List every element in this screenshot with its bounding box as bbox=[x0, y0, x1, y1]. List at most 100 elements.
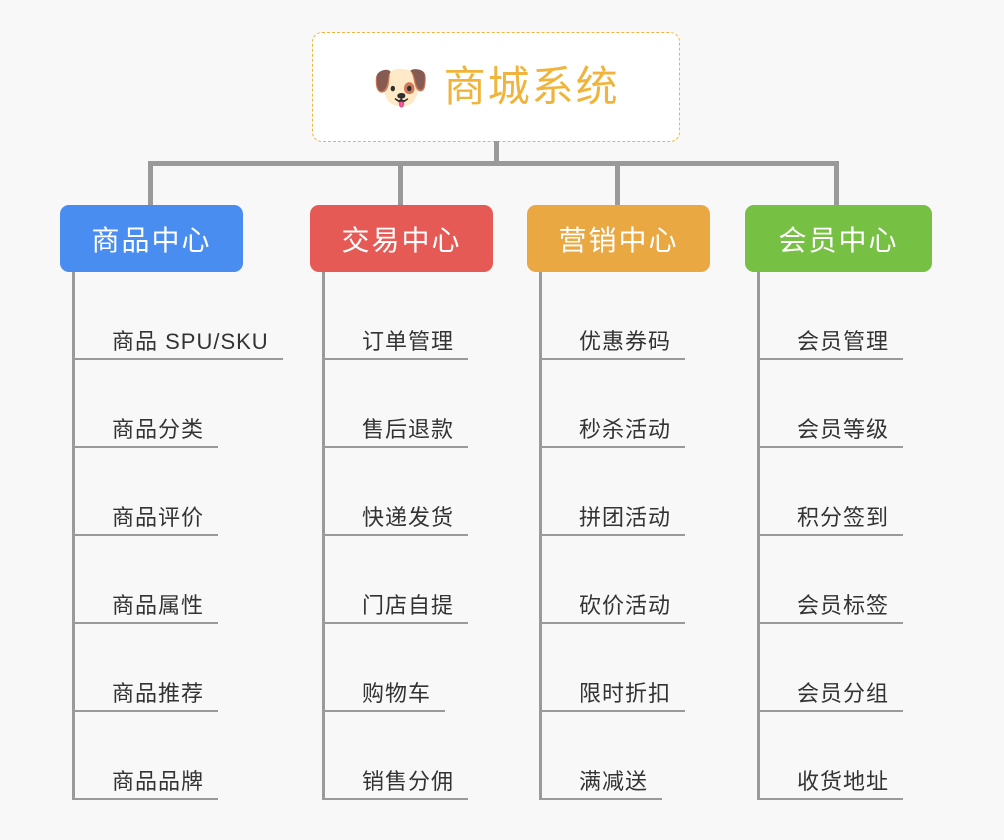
leaf-label: 售后退款 bbox=[362, 416, 455, 442]
leaf-underline: 收货地址 bbox=[757, 768, 904, 800]
leaf-label: 收货地址 bbox=[797, 768, 890, 794]
branch-drop-product-center bbox=[148, 161, 153, 207]
branch-header-member-center[interactable]: 会员中心 bbox=[745, 205, 932, 272]
leaf-item[interactable]: 商品推荐 bbox=[72, 624, 283, 712]
branch-header-trade-center[interactable]: 交易中心 bbox=[310, 205, 493, 272]
leaf-item[interactable]: 快递发货 bbox=[322, 448, 469, 536]
leaf-underline: 购物车 bbox=[322, 680, 446, 712]
branch-spine-member-center bbox=[757, 272, 760, 800]
branch-spine-marketing-center bbox=[539, 272, 542, 800]
branch-drop-member-center bbox=[834, 161, 839, 207]
branch-header-label: 营销中心 bbox=[558, 224, 679, 256]
leaf-label: 商品属性 bbox=[112, 592, 205, 618]
leaf-item[interactable]: 积分签到 bbox=[757, 448, 904, 536]
leaf-label: 商品分类 bbox=[112, 416, 205, 442]
leaf-item[interactable]: 商品 SPU/SKU bbox=[72, 272, 283, 360]
leaf-item[interactable]: 优惠券码 bbox=[539, 272, 686, 360]
leaf-item[interactable]: 砍价活动 bbox=[539, 536, 686, 624]
branch-member-center: 会员中心会员管理会员等级积分签到会员标签会员分组收货地址 bbox=[745, 205, 932, 800]
root-node[interactable]: 🐶 商城系统 bbox=[312, 32, 680, 142]
leaf-item[interactable]: 会员管理 bbox=[757, 272, 904, 360]
branch-product-center: 商品中心商品 SPU/SKU 商品分类商品评价商品属性商品推荐商品品牌 bbox=[60, 205, 283, 800]
leaf-underline: 拼团活动 bbox=[539, 504, 686, 536]
branch-header-marketing-center[interactable]: 营销中心 bbox=[527, 205, 710, 272]
leaf-label: 商品评价 bbox=[112, 504, 205, 530]
root-connector-bar bbox=[150, 161, 839, 166]
leaf-label: 秒杀活动 bbox=[579, 416, 672, 442]
leaf-label: 会员管理 bbox=[797, 328, 890, 354]
leaf-label: 会员分组 bbox=[797, 680, 890, 706]
leaf-underline: 会员标签 bbox=[757, 592, 904, 624]
leaf-label: 限时折扣 bbox=[579, 680, 672, 706]
leaf-label: 会员标签 bbox=[797, 592, 890, 618]
dog-face-icon: 🐶 bbox=[372, 61, 430, 113]
leaf-label: 会员等级 bbox=[797, 416, 890, 442]
branch-trade-center: 交易中心订单管理售后退款快递发货门店自提购物车销售分佣 bbox=[310, 205, 493, 800]
leaf-item[interactable]: 会员标签 bbox=[757, 536, 904, 624]
leaf-item[interactable]: 购物车 bbox=[322, 624, 468, 712]
leaf-underline: 商品推荐 bbox=[72, 680, 219, 712]
leaf-item[interactable]: 商品属性 bbox=[72, 536, 283, 624]
leaf-list-marketing-center: 优惠券码秒杀活动拼团活动砍价活动限时折扣满减送 bbox=[539, 272, 686, 800]
leaf-label: 门店自提 bbox=[362, 592, 455, 618]
leaf-item[interactable]: 订单管理 bbox=[322, 272, 469, 360]
leaf-underline: 商品品牌 bbox=[72, 768, 219, 800]
leaf-item[interactable]: 商品品牌 bbox=[72, 712, 283, 800]
leaf-underline: 快递发货 bbox=[322, 504, 469, 536]
leaf-underline: 销售分佣 bbox=[322, 768, 469, 800]
leaf-label: 满减送 bbox=[579, 768, 649, 794]
leaf-underline: 商品属性 bbox=[72, 592, 219, 624]
leaf-label: 商品品牌 bbox=[112, 768, 205, 794]
leaf-label: 销售分佣 bbox=[362, 768, 455, 794]
leaf-underline: 优惠券码 bbox=[539, 328, 686, 360]
leaf-item[interactable]: 限时折扣 bbox=[539, 624, 686, 712]
leaf-underline: 商品分类 bbox=[72, 416, 219, 448]
leaf-item[interactable]: 满减送 bbox=[539, 712, 685, 800]
root-connector-stem bbox=[494, 141, 499, 165]
branch-drop-marketing-center bbox=[615, 161, 620, 207]
leaf-item[interactable]: 会员分组 bbox=[757, 624, 904, 712]
leaf-item[interactable]: 会员等级 bbox=[757, 360, 904, 448]
leaf-list-product-center: 商品 SPU/SKU 商品分类商品评价商品属性商品推荐商品品牌 bbox=[72, 272, 283, 800]
branch-drop-trade-center bbox=[398, 161, 403, 207]
leaf-underline: 售后退款 bbox=[322, 416, 469, 448]
leaf-underline: 订单管理 bbox=[322, 328, 469, 360]
leaf-item[interactable]: 商品分类 bbox=[72, 360, 283, 448]
leaf-item[interactable]: 商品评价 bbox=[72, 448, 283, 536]
leaf-underline: 商品 SPU/SKU bbox=[72, 328, 283, 360]
leaf-underline: 砍价活动 bbox=[539, 592, 686, 624]
leaf-label: 积分签到 bbox=[797, 504, 890, 530]
branch-header-label: 交易中心 bbox=[341, 224, 462, 256]
leaf-label: 砍价活动 bbox=[579, 592, 672, 618]
branch-header-label: 会员中心 bbox=[778, 224, 899, 256]
leaf-underline: 秒杀活动 bbox=[539, 416, 686, 448]
leaf-label: 购物车 bbox=[362, 680, 432, 706]
leaf-list-trade-center: 订单管理售后退款快递发货门店自提购物车销售分佣 bbox=[322, 272, 469, 800]
leaf-underline: 商品评价 bbox=[72, 504, 219, 536]
branch-spine-trade-center bbox=[322, 272, 325, 800]
branch-spine-product-center bbox=[72, 272, 75, 800]
root-title: 商城系统 bbox=[443, 63, 620, 110]
leaf-label: 订单管理 bbox=[362, 328, 455, 354]
branch-marketing-center: 营销中心优惠券码秒杀活动拼团活动砍价活动限时折扣满减送 bbox=[527, 205, 710, 800]
leaf-label: 优惠券码 bbox=[579, 328, 672, 354]
leaf-item[interactable]: 秒杀活动 bbox=[539, 360, 686, 448]
leaf-item[interactable]: 门店自提 bbox=[322, 536, 469, 624]
leaf-label: 商品 SPU/SKU bbox=[112, 328, 269, 354]
leaf-list-member-center: 会员管理会员等级积分签到会员标签会员分组收货地址 bbox=[757, 272, 904, 800]
leaf-item[interactable]: 售后退款 bbox=[322, 360, 469, 448]
leaf-underline: 会员等级 bbox=[757, 416, 904, 448]
leaf-underline: 会员分组 bbox=[757, 680, 904, 712]
leaf-item[interactable]: 收货地址 bbox=[757, 712, 904, 800]
leaf-label: 快递发货 bbox=[362, 504, 455, 530]
leaf-underline: 会员管理 bbox=[757, 328, 904, 360]
leaf-label: 商品推荐 bbox=[112, 680, 205, 706]
branch-header-product-center[interactable]: 商品中心 bbox=[60, 205, 243, 272]
leaf-underline: 积分签到 bbox=[757, 504, 904, 536]
leaf-item[interactable]: 销售分佣 bbox=[322, 712, 469, 800]
leaf-underline: 限时折扣 bbox=[539, 680, 686, 712]
leaf-item[interactable]: 拼团活动 bbox=[539, 448, 686, 536]
leaf-label: 拼团活动 bbox=[579, 504, 672, 530]
branch-header-label: 商品中心 bbox=[91, 224, 212, 256]
